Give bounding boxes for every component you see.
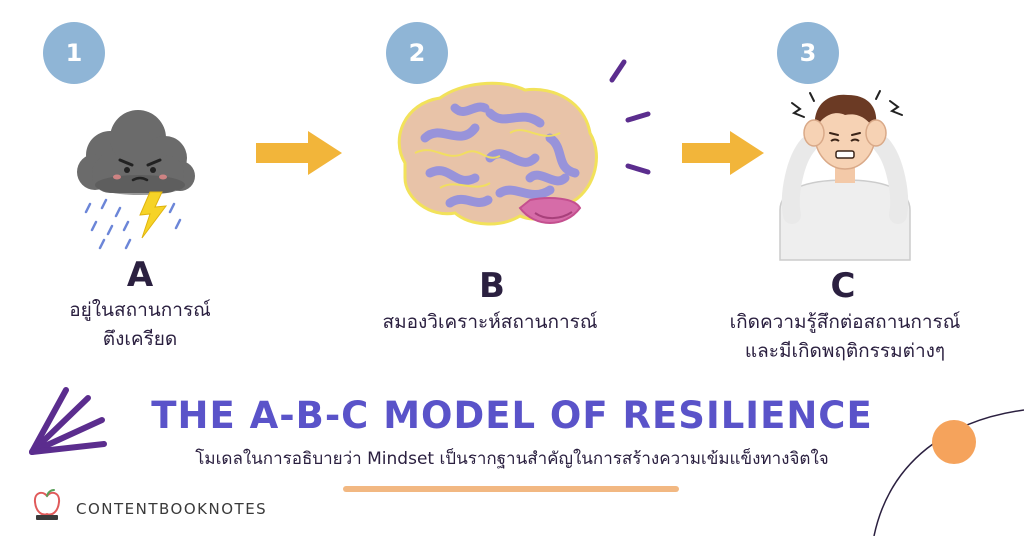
brand-name: CONTENTBOOKNOTES [76,500,268,518]
step-1-caption-line-1: อยู่ในสถานการณ์ [69,299,211,321]
title-underline [343,486,679,492]
storm-cloud-icon [77,110,195,250]
step-1-number: 1 [43,22,105,84]
arrow-right-icon [682,131,764,175]
decorative-fan-lines [29,387,107,455]
step-3-caption-line-1: เกิดความรู้สึกต่อสถานการณ์ [729,311,961,333]
arrow-right-icon [256,131,342,175]
step-2-number: 2 [386,22,448,84]
step-3-caption: เกิดความรู้สึกต่อสถานการณ์ และมีเกิดพฤติ… [680,308,1010,366]
step-2-caption-line-1: สมองวิเคราะห์สถานการณ์ [382,311,598,333]
brain-icon [397,81,598,226]
subtitle: โมเดลในการอธิบายว่า Mindset เป็นรากฐานสำ… [195,449,829,469]
step-1-caption: อยู่ในสถานการณ์ ตึงเครียด [40,296,240,354]
step-2-letter: B [479,266,505,306]
stressed-person-icon [779,90,911,261]
step-1-letter: A [126,255,154,295]
step-1-caption-line-2: ตึงเครียด [102,328,178,350]
decorative-curve [873,409,1024,536]
step-3-number: 3 [777,22,839,84]
step-3-caption-line-2: และมีเกิดพฤติกรรมต่างๆ [744,340,946,362]
main-title: THE A-B-C MODEL OF RESILIENCE [151,394,873,437]
step-2-caption: สมองวิเคราะห์สถานการณ์ [330,308,650,337]
emphasis-lines-icon [609,59,651,175]
brand-logo-icon [33,489,61,520]
step-3-letter: C [830,266,856,306]
